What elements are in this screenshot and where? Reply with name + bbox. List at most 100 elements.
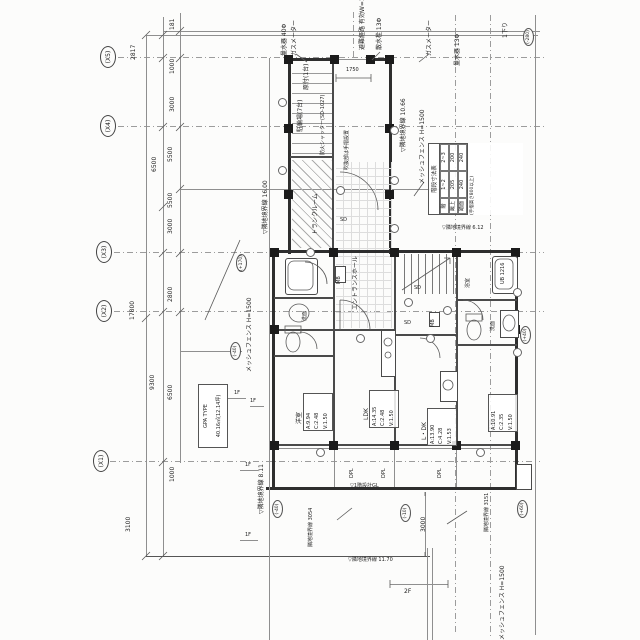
meter-box <box>335 266 346 283</box>
site-boundary-left <box>269 58 270 640</box>
level-value: (+60) <box>520 502 525 516</box>
level-value: (+40) <box>523 328 528 342</box>
dim-label: 5500 <box>167 192 174 208</box>
dim-line-1f <box>240 470 258 471</box>
dim-label: 1000 <box>169 58 176 74</box>
boundary-label: ▽隣地境界線 11.70 <box>348 557 393 563</box>
fire-shutter-note: 防火シャッター(SD-1027) <box>320 94 326 155</box>
downpipe-tag: DPL <box>349 468 355 478</box>
floor-mark-1f: 1F <box>234 390 241 396</box>
column <box>284 190 293 199</box>
escape-route-dash <box>353 12 354 58</box>
partition <box>394 334 456 336</box>
floor-mark-2f: 2F <box>404 588 412 595</box>
opening-tag-circle <box>356 334 365 343</box>
toilet-left <box>285 331 301 353</box>
level-mark: (-10) <box>400 504 411 522</box>
opening-tag-circle <box>278 98 287 107</box>
mesh-fence-label: メッシュフェンス H=1500 <box>419 109 426 184</box>
stair-table-note: (手摺高さ800以上) <box>470 175 475 215</box>
area-value: V:1.50 <box>322 413 329 429</box>
dim-label: 2800 <box>167 286 174 302</box>
area-value: V:1.53 <box>446 428 453 444</box>
opening-tag-circle <box>404 298 413 307</box>
bathtub-left <box>285 258 318 295</box>
column <box>511 441 520 450</box>
opening-tag-circle <box>426 334 435 343</box>
stair-dimension-table: 階段寸法表 階 1~2 2~3 蹴上 205 200 踏面 240 240 (手… <box>428 143 523 215</box>
ext-line <box>180 351 242 352</box>
gas-meter-label: ガスメーター <box>291 19 298 56</box>
room-label-bicycle: 駐輪場(7台) <box>297 99 304 133</box>
dim-label: 17800 <box>129 300 136 320</box>
dim-label: 9300 <box>149 374 156 390</box>
dim-label: 3000 <box>167 218 174 234</box>
escape-route-label: 避難経路 有効W=1500 <box>359 0 366 50</box>
floor-mark-1f: 1F <box>245 462 252 468</box>
stair-cell: 205 <box>449 171 458 198</box>
column <box>270 441 279 450</box>
room-area-table: A:14.35 C:2.48 V:1.50 <box>369 390 399 428</box>
balcony-divider <box>394 450 395 487</box>
partition <box>274 355 334 357</box>
column <box>385 124 394 133</box>
boundary-dim-label: 隣地境界線 3054 <box>308 507 314 547</box>
handrail-note: 吹抜部は手摺設置 <box>344 129 350 170</box>
downpipe-tag: DPL <box>437 468 443 478</box>
meter-box <box>429 312 440 327</box>
terrace-slab-edge <box>266 487 522 490</box>
dim-line-1f <box>250 406 264 407</box>
level-mark: (+60) <box>517 500 528 518</box>
grid-line-x1 <box>110 461 540 462</box>
grid-bubble-label: (X1) <box>97 454 105 468</box>
grid-line-x2 <box>114 311 544 312</box>
dim-label: 2817 <box>130 44 137 60</box>
dim-tick <box>389 492 449 588</box>
partition <box>274 329 334 331</box>
design-gl-label: ▽1階設計GL <box>350 483 379 489</box>
ext-line <box>146 35 538 36</box>
wall <box>288 58 291 254</box>
opening-tag-circle <box>476 448 485 457</box>
grid-bubble-label: (X5) <box>104 50 112 64</box>
grid-bubble-x5: (X5) <box>100 46 116 68</box>
grid-bubble-label: (X3) <box>100 245 108 259</box>
staircase-treads <box>398 254 454 294</box>
area-value: C:2.48 <box>380 409 387 426</box>
dim-line <box>425 492 426 556</box>
boundary-line-bottom <box>146 556 430 557</box>
area-value: C:4.28 <box>438 427 445 444</box>
stair-table-title: 階段寸法表 <box>428 143 439 215</box>
break-mark <box>446 510 468 525</box>
boundary-label: ▽隣地境界線 6.12 <box>442 225 484 231</box>
column <box>385 55 394 64</box>
toilet-tank-right <box>465 313 483 322</box>
dim-label: 3000 <box>169 96 176 112</box>
break-mark <box>336 507 353 521</box>
area-value: A:14.35 <box>371 406 378 426</box>
slope-down-label: 1下り <box>502 22 509 38</box>
water-meter-label: 量水器 40Φ <box>281 23 288 56</box>
opening-tag-circle <box>278 166 287 175</box>
boundary-label: ▽隣地境界線 8.11 <box>258 464 265 514</box>
kitchen-counter-ldk <box>381 330 396 377</box>
opening-tag-circle <box>443 306 452 315</box>
column <box>390 441 399 450</box>
mesh-fence-label: メッシュフェンス H=1500 <box>246 297 253 372</box>
level-value: (+170) <box>239 255 244 271</box>
unit-type-name: GPA TYPE <box>202 404 209 428</box>
column <box>284 124 293 133</box>
unit-bath-label: UB 1216 <box>500 262 506 284</box>
column <box>329 441 338 450</box>
wall <box>389 58 392 254</box>
column <box>385 190 394 199</box>
stair-cell: 1~2 <box>440 171 449 198</box>
wall <box>272 250 275 490</box>
dim-label: 181 <box>169 18 176 30</box>
gate-opening <box>335 59 370 60</box>
dim-line-1f <box>228 398 246 399</box>
vanity-right <box>500 310 519 338</box>
column <box>330 55 339 64</box>
level-value: (-40) <box>275 503 280 515</box>
wall <box>515 250 518 490</box>
